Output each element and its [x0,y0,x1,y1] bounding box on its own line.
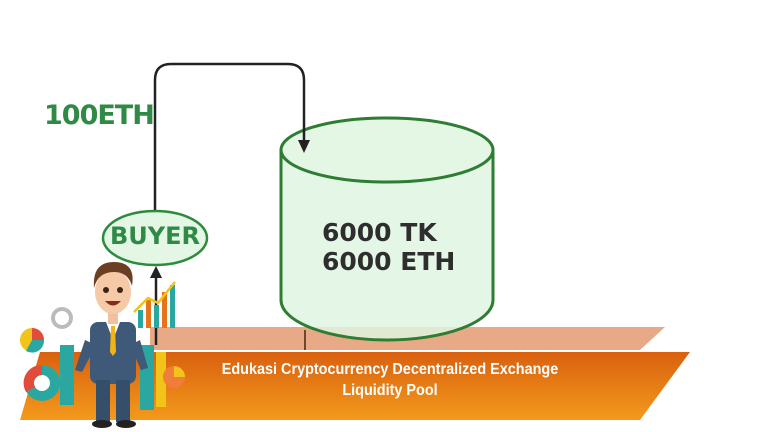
banner-title: Edukasi Cryptocurrency Decentralized Exc… [185,359,594,401]
banner-band [20,352,690,420]
pool-balances: 6000 TK 6000 ETH [322,218,455,276]
banner-title-line1: Edukasi Cryptocurrency Decentralized Exc… [221,361,559,378]
banner-title-line2: Liquidity Pool [342,382,438,399]
arrow-head-icon [298,140,310,153]
liquidity-pool-cylinder [279,116,495,350]
buyer-node [101,209,209,267]
pool-token-balance: 6000 TK [322,218,437,247]
buyer-label: BUYER [109,222,201,250]
pool-eth-balance: 6000 ETH [322,247,456,276]
transfer-amount-label: 100ETH [44,100,155,131]
flow-arrow [153,62,306,210]
up-arrow-icon [150,266,162,278]
businessman-illustration [75,262,148,428]
chart-decoration-icon [20,281,185,410]
